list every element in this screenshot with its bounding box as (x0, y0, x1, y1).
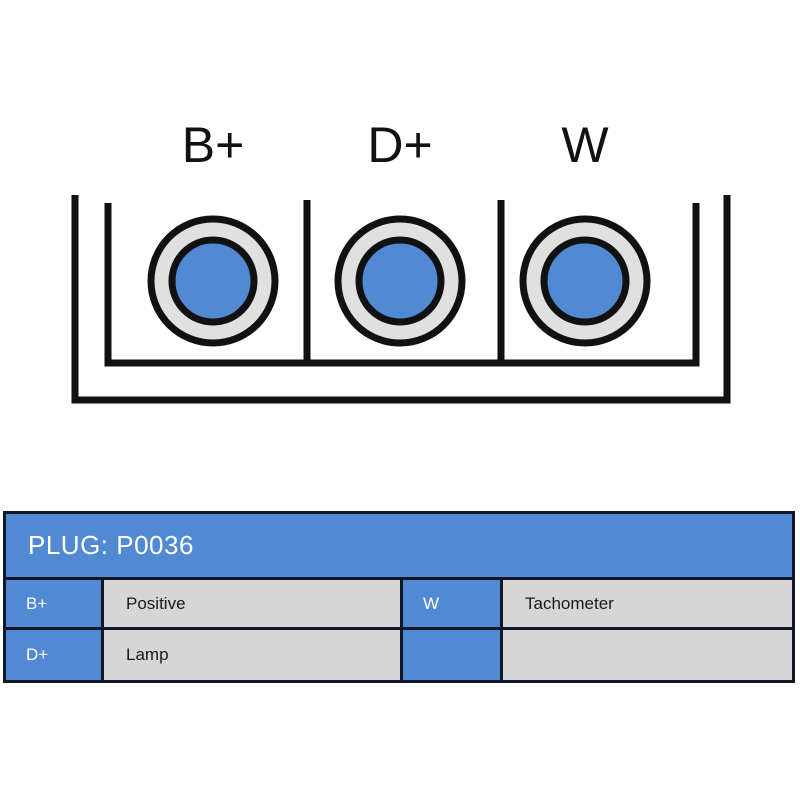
pin-description-cell-empty (503, 630, 792, 680)
pin-description-cell: Positive (104, 580, 403, 627)
table-row: D+ Lamp (6, 630, 792, 680)
terminal-label-b-plus: B+ (181, 117, 245, 173)
connector-housing-svg (71, 195, 731, 404)
terminal-label-d-plus: D+ (367, 117, 433, 173)
pin-description-cell: Tachometer (503, 580, 792, 627)
pin-label-cell-empty (403, 630, 503, 680)
pin-description-cell: Lamp (104, 630, 403, 680)
plug-title: PLUG: P0036 (28, 530, 194, 560)
terminal-socket-0 (147, 215, 279, 347)
table-header-row: PLUG: P0036 (6, 514, 792, 580)
terminal-socket-1 (334, 215, 466, 347)
pin-label-cell: D+ (6, 630, 104, 680)
outer-housing-bracket (71, 195, 731, 404)
connector-diagram: B+ D+ W (71, 117, 731, 404)
terminal-socket-2 (519, 215, 651, 347)
pin-label-cell: W (403, 580, 503, 627)
inner-housing-bracket (104, 203, 700, 367)
terminal-label-w: W (561, 117, 609, 173)
plug-specification-table: PLUG: P0036 B+ Positive W Tachometer D+ … (3, 511, 795, 683)
pin-label-cell: B+ (6, 580, 104, 627)
table-row: B+ Positive W Tachometer (6, 580, 792, 630)
